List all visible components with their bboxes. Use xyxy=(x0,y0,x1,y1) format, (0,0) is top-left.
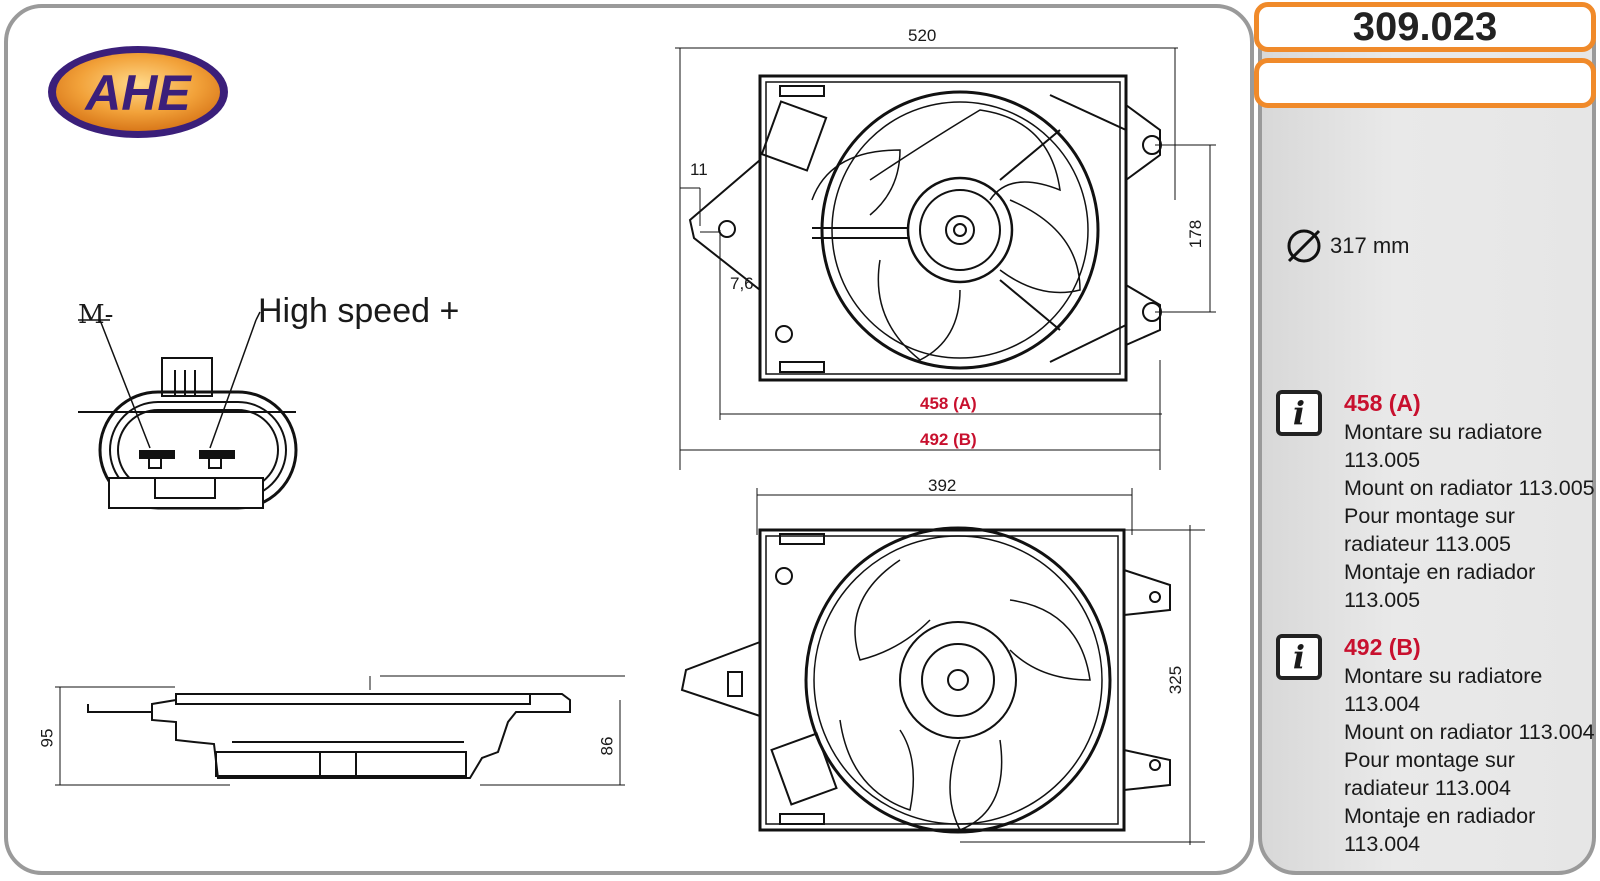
info-line: 113.005 xyxy=(1344,448,1421,472)
part-code: 309.023 xyxy=(1254,2,1596,52)
info-line: radiateur 113.005 xyxy=(1344,532,1511,556)
info-line: Mount on radiator 113.004 xyxy=(1344,720,1595,744)
info-block-b: i 492 (B) Montare su radiatore 113.004 M… xyxy=(1276,634,1596,864)
info-block-a: i 458 (A) Montare su radiatore 113.005 M… xyxy=(1276,390,1596,620)
connector-minus-label: M- xyxy=(78,300,114,330)
info-icon: i xyxy=(1276,634,1322,680)
info-icon: i xyxy=(1276,390,1322,436)
diameter-value: 317 mm xyxy=(1330,233,1410,258)
fan-diameter: 317 mm xyxy=(1284,226,1409,266)
dim-side-left: 95 xyxy=(37,728,57,748)
dim-bottom-width: 392 xyxy=(928,476,957,495)
info-line: Montaje en radiador xyxy=(1344,560,1536,584)
info-line: radiateur 113.004 xyxy=(1344,776,1511,800)
info-line: 113.004 xyxy=(1344,692,1421,716)
info-title: 458 (A) xyxy=(1344,390,1421,416)
dim-width-a: 458 (A) xyxy=(920,394,977,413)
info-line: Montare su radiatore xyxy=(1344,664,1543,688)
info-line: Montaje en radiador xyxy=(1344,804,1536,828)
diameter-icon xyxy=(1287,229,1321,263)
dim-small-offset: 7,6 xyxy=(730,274,754,293)
info-text: Montare su radiatore 113.004 Mount on ra… xyxy=(1344,662,1595,858)
fan-top-drawing xyxy=(675,47,1216,470)
secondary-code-box xyxy=(1254,58,1596,108)
dim-side-right: 86 xyxy=(597,736,617,756)
logo-text: AHE xyxy=(83,65,192,121)
connector-plus-label: High speed + xyxy=(258,292,460,330)
info-line: Montare su radiatore xyxy=(1344,420,1543,444)
info-line: Pour montage sur xyxy=(1344,504,1515,528)
fan-bottom-drawing xyxy=(680,488,1205,845)
info-title: 492 (B) xyxy=(1344,634,1421,660)
dim-bottom-height: 325 xyxy=(1166,665,1186,695)
info-line: Pour montage sur xyxy=(1344,748,1515,772)
dim-right-height: 178 xyxy=(1186,219,1206,249)
info-line: 113.004 xyxy=(1344,832,1421,856)
part-code-text: 309.023 xyxy=(1352,4,1498,49)
connector-drawing xyxy=(78,311,298,510)
info-text: Montare su radiatore 113.005 Mount on ra… xyxy=(1344,418,1595,614)
brand-logo: AHE xyxy=(46,42,236,157)
dim-left-offset: 11 xyxy=(690,160,708,179)
info-line: 113.005 xyxy=(1344,588,1421,612)
info-panel xyxy=(1258,4,1596,875)
info-line: Mount on radiator 113.005 xyxy=(1344,476,1595,500)
dim-width-b: 492 (B) xyxy=(920,430,977,449)
side-view-drawing xyxy=(55,675,625,786)
dim-top-width: 520 xyxy=(908,26,937,45)
technical-drawing xyxy=(55,47,1216,845)
